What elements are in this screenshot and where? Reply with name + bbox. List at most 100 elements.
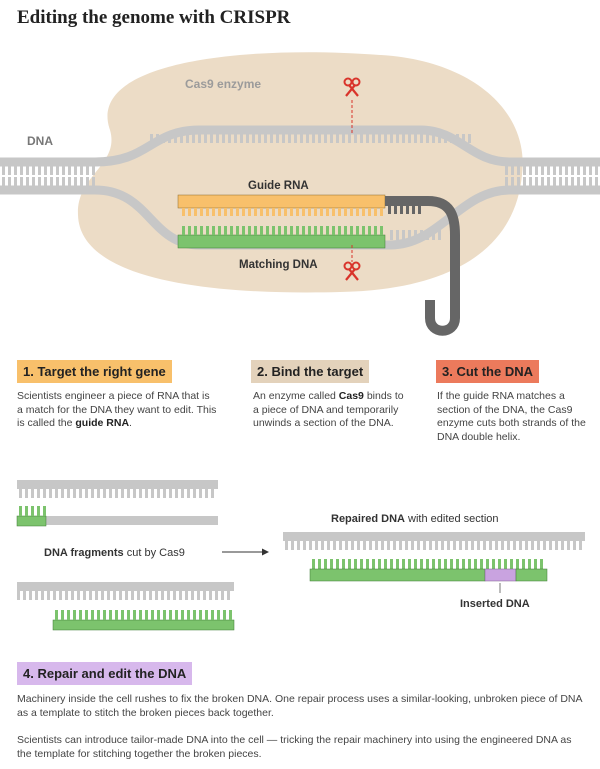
base-pair: [127, 610, 130, 620]
base-pair: [332, 226, 335, 235]
base-pair: [350, 208, 353, 216]
base-pair: [181, 489, 184, 498]
base-pair: [400, 206, 403, 214]
base-pair: [86, 177, 89, 186]
base-pair: [426, 134, 429, 143]
base-pair: [390, 559, 393, 569]
base-pair: [525, 541, 528, 550]
base-pair: [414, 230, 417, 240]
base-pair: [284, 208, 287, 216]
step-2-text: An enzyme called Cas9 binds to a piece o…: [253, 390, 411, 431]
base-pair: [453, 541, 456, 550]
base-pair: [59, 591, 62, 600]
base-pair: [161, 591, 164, 600]
base-pair: [501, 541, 504, 550]
base-pair: [350, 226, 353, 235]
base-pair: [290, 226, 293, 235]
base-pair: [8, 166, 11, 175]
base-pair: [505, 177, 508, 186]
base-pair: [26, 177, 29, 186]
guide-rna-strand: [177, 194, 386, 209]
base-pair: [288, 134, 291, 143]
base-pair: [56, 177, 59, 186]
repair-paragraph-1: Machinery inside the cell rushes to fix …: [17, 693, 582, 719]
base-pair: [411, 541, 414, 550]
base-pair: [182, 208, 185, 216]
base-pair: [199, 489, 202, 498]
base-pair: [62, 166, 65, 175]
base-pair: [79, 489, 82, 498]
base-pair: [435, 541, 438, 550]
base-pair: [589, 166, 592, 175]
base-pair: [342, 134, 345, 143]
base-pair: [356, 226, 359, 235]
base-pair: [336, 134, 339, 143]
base-pair: [276, 134, 279, 143]
base-pair: [115, 610, 118, 620]
base-pair: [50, 177, 53, 186]
base-pair: [199, 610, 202, 620]
repaired-label: Repaired DNA with edited section: [331, 513, 499, 525]
base-pair: [217, 610, 220, 620]
base-pair: [357, 541, 360, 550]
fragment-lower-bases: [17, 591, 232, 620]
inserted-dna-label: Inserted DNA: [460, 598, 530, 610]
base-pair: [74, 177, 77, 186]
step-4-title: 4. Repair and edit the DNA: [17, 662, 193, 685]
base-pair: [595, 166, 598, 175]
base-pair: [418, 206, 421, 214]
base-pair: [513, 541, 516, 550]
step-3-text-a: If the guide RNA matches a section of th…: [437, 390, 586, 443]
base-pair: [543, 541, 546, 550]
base-pair: [181, 610, 184, 620]
base-pair: [192, 134, 195, 143]
base-pair: [180, 134, 183, 143]
base-pair: [321, 541, 324, 550]
base-pair: [402, 134, 405, 143]
base-pair: [320, 226, 323, 235]
base-pair: [372, 559, 375, 569]
base-pair: [224, 208, 227, 216]
base-pair: [200, 208, 203, 216]
base-pair: [131, 591, 134, 600]
base-pair: [420, 230, 423, 240]
base-pair: [314, 226, 317, 235]
base-pair: [20, 166, 23, 175]
base-pair: [348, 559, 351, 569]
base-pair: [571, 166, 574, 175]
base-pair: [297, 541, 300, 550]
base-pair: [168, 134, 171, 143]
base-pair: [203, 591, 206, 600]
base-pair: [477, 541, 480, 550]
base-pair: [573, 541, 576, 550]
base-pair: [212, 226, 215, 235]
base-pair: [68, 177, 71, 186]
base-pair: [483, 541, 486, 550]
bottom-strand-bases: [2, 177, 598, 240]
base-pair: [423, 541, 426, 550]
base-pair: [468, 134, 471, 143]
base-pair: [333, 541, 336, 550]
base-pair: [296, 208, 299, 216]
base-pair: [519, 541, 522, 550]
base-pair: [266, 226, 269, 235]
base-pair: [541, 166, 544, 175]
base-pair: [157, 610, 160, 620]
base-pair: [366, 134, 369, 143]
base-pair: [121, 489, 124, 498]
base-pair: [320, 208, 323, 216]
base-pair: [182, 226, 185, 235]
base-pair: [254, 226, 257, 235]
base-pair: [35, 591, 38, 600]
base-pair: [230, 226, 233, 235]
base-pair: [324, 134, 327, 143]
base-pair: [65, 591, 68, 600]
base-pair: [107, 591, 110, 600]
base-pair: [173, 591, 176, 600]
base-pair: [49, 489, 52, 498]
base-pair: [121, 610, 124, 620]
base-pair: [61, 610, 64, 620]
base-pair: [210, 134, 213, 143]
base-pair: [119, 591, 122, 600]
base-pair: [197, 591, 200, 600]
